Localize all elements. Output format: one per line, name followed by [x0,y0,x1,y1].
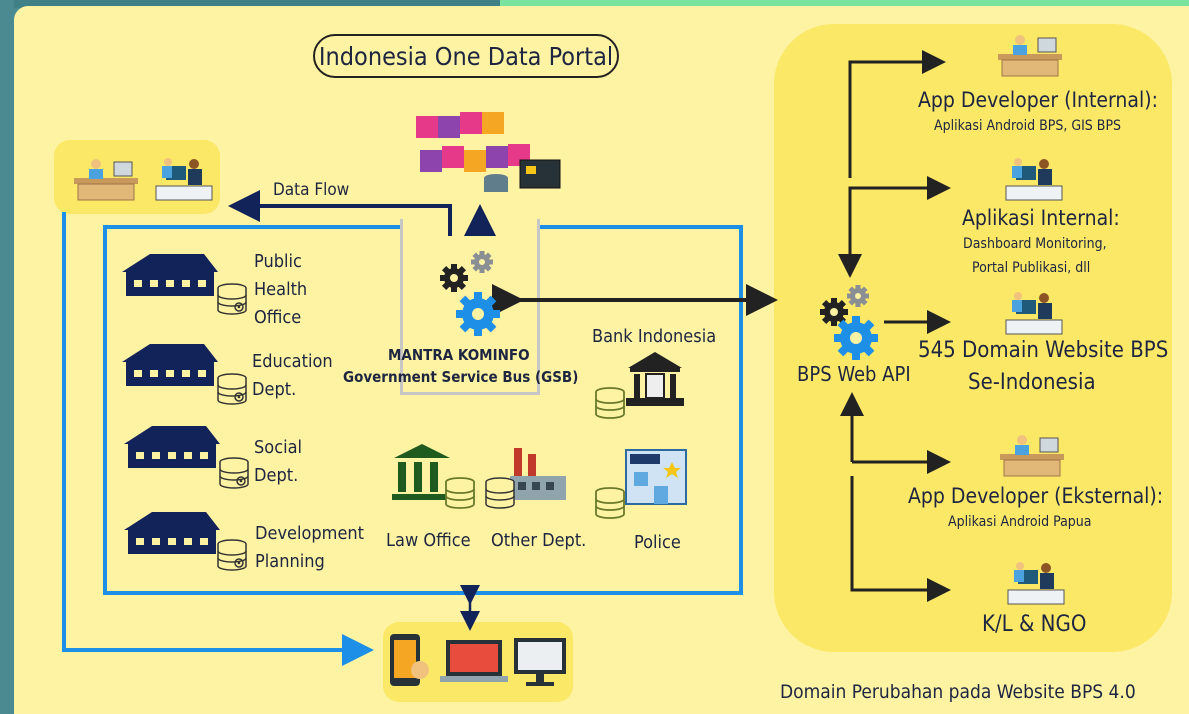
bps-web-api-label: BPS Web API [797,362,911,386]
consumer-desc-app-internal-1: Dashboard Monitoring, [963,236,1107,252]
database-icon [445,477,475,509]
gsb-gear-icon [456,292,500,336]
web-portal-icon [416,112,561,192]
monitor-icon [514,638,566,686]
top-strip-accent [500,0,1189,6]
bank-indonesia-label: Bank Indonesia [592,326,717,347]
other-dept-label: Other Dept. [491,530,587,551]
consumer-title-dev-external: App Developer (Eksternal): [908,484,1164,508]
building-icon [124,426,220,468]
blue-flow-line [62,212,374,666]
api-gear-gray-icon [847,285,869,307]
top-strip [0,0,500,8]
consumer-title-kl-ngo: K/L & NGO [982,612,1087,637]
left-edge [0,0,14,714]
api-to-dev-internal [848,50,946,178]
meeting-icon [1005,291,1063,335]
api-to-kl-ngo [850,476,951,602]
laptop-icon [440,640,508,682]
building-icon [122,344,218,386]
meeting-icon [1005,157,1063,201]
phone-icon [390,634,429,686]
law-office-icon [392,444,450,500]
gsb-title: MANTRA KOMINFO [388,346,530,364]
consumer-title-app-internal: Aplikasi Internal: [962,206,1120,230]
data-flow-label: Data Flow [273,180,350,200]
data-flow-arrow [228,190,452,236]
police-station-icon [625,449,687,505]
footer-caption: Domain Perubahan pada Website BPS 4.0 [780,681,1136,703]
gsb-subtitle: Government Service Bus (GSB) [343,368,579,386]
consumer-title-domain: 545 Domain Website BPS [918,338,1169,363]
consumer-desc-dev-external: Aplikasi Android Papua [948,514,1092,530]
api-to-app-internal [848,176,951,260]
gsb-gear-gray-icon [471,251,493,273]
page-title: Indonesia One Data Portal [313,34,619,78]
desk-icon [997,34,1063,77]
desk-user-icon [73,158,139,201]
meeting-icon [1007,561,1065,605]
bank-icon [626,352,684,406]
database-icon [595,487,625,519]
gsb-gear-dark-icon [440,264,468,292]
database-icon [595,387,625,419]
consumer-desc-domain: Se-Indonesia [968,370,1096,395]
factory-icon [510,448,566,500]
consumer-desc-dev-internal: Aplikasi Android BPS, GIS BPS [934,118,1122,134]
law-office-label: Law Office [386,530,471,551]
building-icon [124,512,220,554]
meeting-user-icon [155,157,213,201]
database-icon [485,477,515,509]
police-label: Police [634,532,681,553]
consumer-title-dev-internal: App Developer (Internal): [918,88,1158,112]
building-icon [122,254,218,296]
desk-icon [999,434,1065,477]
consumer-desc-app-internal-2: Portal Publikasi, dll [972,260,1091,276]
api-gear-icon [834,316,878,360]
